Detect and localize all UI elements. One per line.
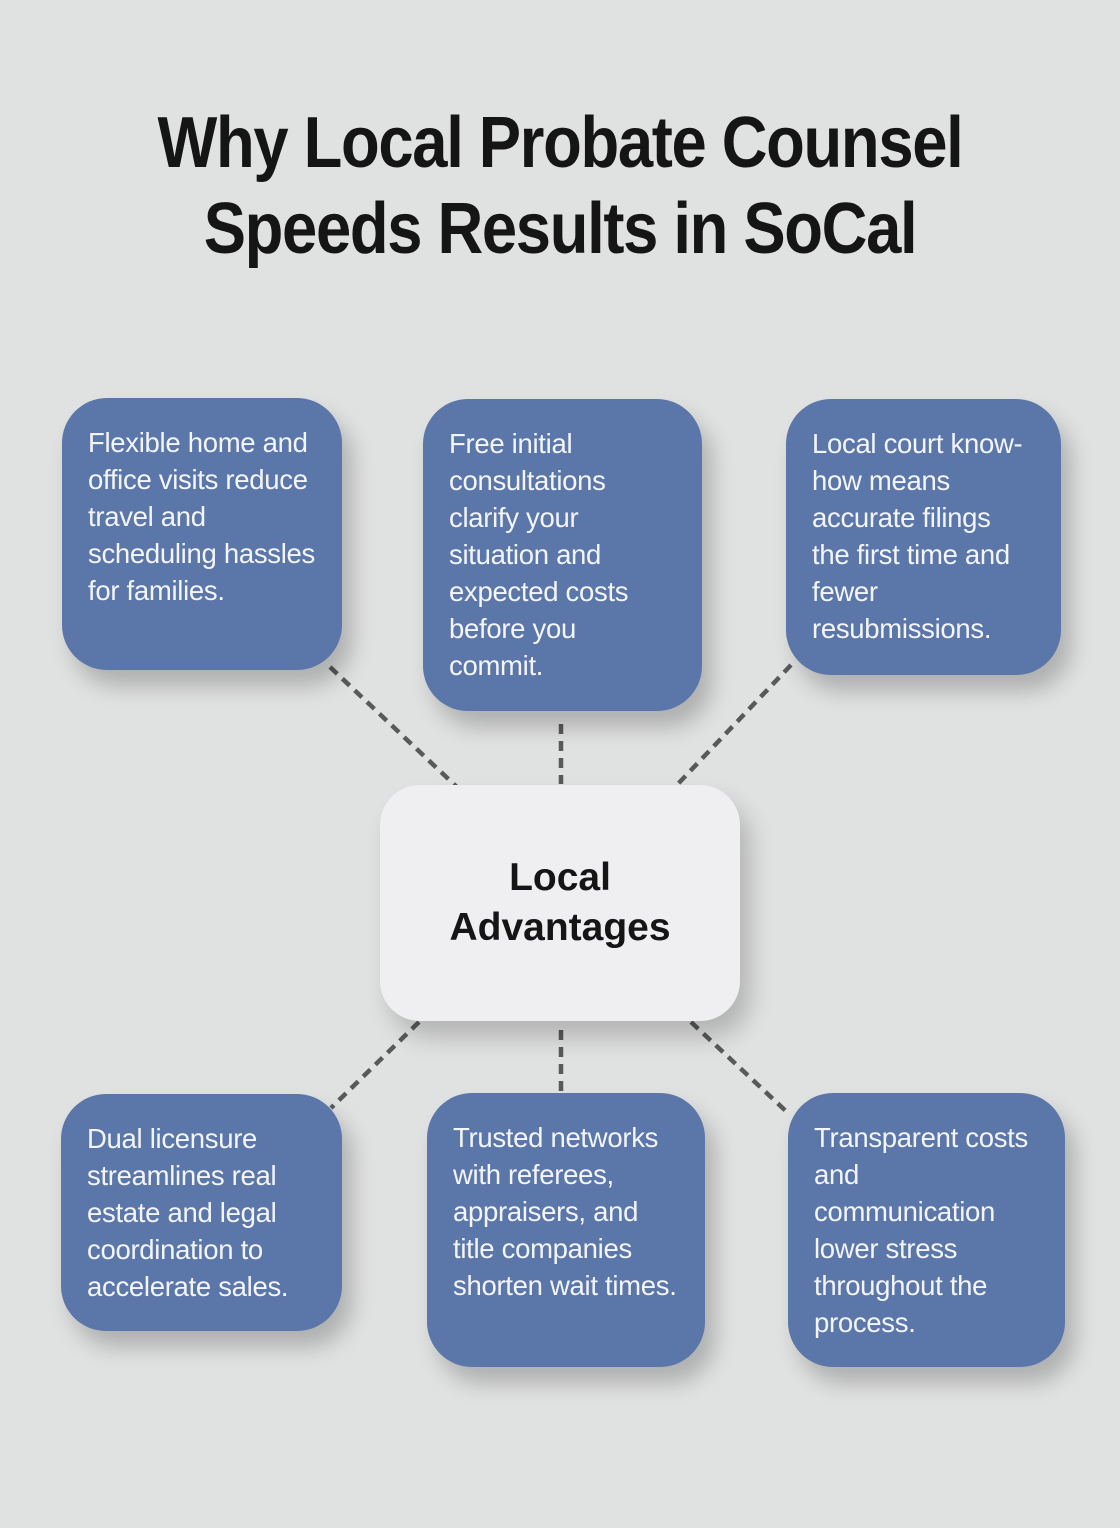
- advantage-card-transparent-costs: Transparent costs and communication lowe…: [788, 1093, 1065, 1367]
- advantage-card-text: Transparent costs and communication lowe…: [814, 1122, 1028, 1338]
- advantage-card-trusted-networks: Trusted networks with referees, appraise…: [427, 1093, 705, 1367]
- connector-bottom-right: [689, 1020, 791, 1116]
- advantage-card-court-knowhow: Local court know-how means accurate fili…: [786, 399, 1061, 675]
- page-title-line-1: Why Local Probate Counsel: [157, 103, 964, 183]
- advantage-card-text: Trusted networks with referees, appraise…: [453, 1122, 677, 1301]
- advantage-card-text: Free initial consultations clarify your …: [449, 428, 629, 681]
- hub-label: Local Advantages: [449, 856, 671, 949]
- page-title-line-2: Speeds Results in SoCal: [203, 189, 918, 269]
- advantage-card-text: Flexible home and office visits reduce t…: [88, 427, 315, 606]
- advantage-card-dual-licensure: Dual licensure streamlines real estate a…: [61, 1094, 342, 1331]
- advantage-card-text: Local court know-how means accurate fili…: [812, 428, 1023, 644]
- advantage-card-home-visits: Flexible home and office visits reduce t…: [62, 398, 342, 670]
- advantage-card-free-consultations: Free initial consultations clarify your …: [423, 399, 702, 711]
- page-title: Why Local Probate Counsel Speeds Results…: [67, 100, 1053, 272]
- advantage-card-text: Dual licensure streamlines real estate a…: [87, 1123, 289, 1302]
- hub-card: Local Advantages: [380, 785, 740, 1021]
- connector-bottom-left: [329, 1020, 421, 1110]
